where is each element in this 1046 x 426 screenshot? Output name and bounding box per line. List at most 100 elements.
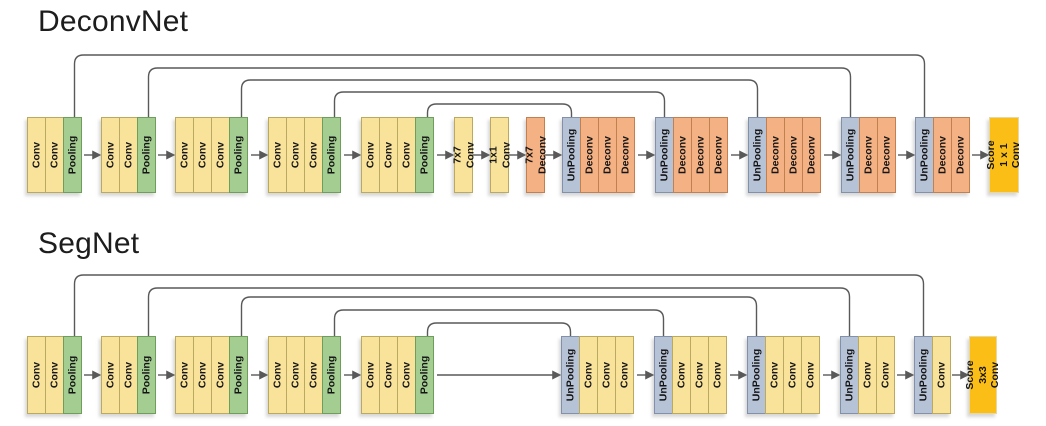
conv-label: Conv [618,361,631,389]
box-unpooling: UnPooling [914,336,933,414]
conv-label: Conv [271,141,284,169]
score-label: Score 3x3 Conv [964,360,1002,390]
box-pooling: Pooling [63,117,82,193]
box-conv: Conv [27,336,46,414]
deconv-label: Deconv [694,136,707,174]
skip-connection-arc [147,67,852,118]
skip-connection-arc [73,274,925,337]
box-deconv: Deconv [766,117,785,193]
box-conv: Conv [286,117,305,193]
deconv-label: 7x7 Deconv [522,136,548,174]
fc-conv-7x7: 7x7 Conv [450,117,476,193]
box-conv: Conv [304,117,323,193]
skip-connection-arc [426,322,572,337]
box-conv: 7x7 Conv [450,117,476,193]
box-conv: Conv [193,336,212,414]
box-unpooling: UnPooling [840,336,859,414]
conv-label: 7x7 Conv [450,141,476,169]
skip-connection-arc [147,287,851,337]
conv-label: Conv [364,361,377,389]
conv-label: Conv [289,361,302,389]
conv-label: Conv [104,141,117,169]
deconvnet-connector-lines [73,54,990,160]
pooling-label: Pooling [66,355,79,395]
box-conv: Conv [211,336,230,414]
box-unpooling: UnPooling [841,117,860,193]
conv-label: Conv [104,361,117,389]
box-conv: Conv [397,336,416,414]
box-conv: Conv [690,336,709,414]
conv-label: Conv [600,361,613,389]
conv-label: Conv [935,361,948,389]
conv-label: Conv [30,361,43,389]
box-unpooling: UnPooling [915,117,934,193]
conv-label: Conv [382,141,395,169]
box-unpooling: UnPooling [747,336,766,414]
pooling-label: Pooling [418,135,431,175]
box-unpooling: UnPooling [561,336,580,414]
conv-label: Conv [675,361,688,389]
box-conv: Conv [361,336,380,414]
box-conv: Conv [211,117,230,193]
box-pooling: Pooling [322,336,341,414]
box-conv: Conv [27,117,46,193]
box-pooling: Pooling [229,117,248,193]
conv-label: 1x1 Conv [486,141,512,169]
conv-label: Conv [364,141,377,169]
score-block: Score 1 x 1 Conv [985,117,1022,193]
skip-connection-arc [73,54,926,118]
box-unpooling: UnPooling [655,117,674,193]
box-conv: Conv [876,336,895,414]
box-conv: Conv [119,117,138,193]
deconv-label: Deconv [769,136,782,174]
pooling-label: Pooling [140,355,153,395]
box-conv: Conv [801,336,820,414]
box-conv: Conv [858,336,877,414]
deconv-label: Deconv [676,136,689,174]
conv-block-2: Conv Conv Pooling [101,336,156,414]
box-conv: Conv [268,117,287,193]
conv-label: Conv [879,361,892,389]
conv-label: Conv [122,361,135,389]
decoder-block-5: UnPooling Conv [914,336,951,414]
unpooling-label: UnPooling [751,128,764,182]
segnet-title: SegNet [38,227,140,260]
box-deconv: Deconv [616,117,635,193]
box-conv: Conv [615,336,634,414]
box-conv: Conv [672,336,691,414]
conv-label: Conv [307,141,320,169]
box-conv: Conv [175,336,194,414]
box-pooling: Pooling [415,117,434,193]
unpooling-label: UnPooling [657,348,670,402]
box-pooling: Pooling [415,336,434,414]
conv-label: Conv [122,141,135,169]
box-conv: Conv [579,336,598,414]
box-conv: Conv [286,336,305,414]
box-unpooling: UnPooling [748,117,767,193]
box-conv: Conv [45,117,64,193]
unpooling-label: UnPooling [750,348,763,402]
box-deconv: Deconv [859,117,878,193]
pooling-label: Pooling [66,135,79,175]
box-score: Score 1 x 1 Conv [985,117,1022,193]
box-conv: Conv [397,117,416,193]
unpooling-label: UnPooling [917,348,930,402]
box-score: Score 3x3 Conv [964,336,1001,414]
box-deconv: Deconv [691,117,710,193]
conv-label: Conv [196,141,209,169]
conv-label: Conv [768,361,781,389]
conv-label: Conv [382,361,395,389]
box-conv: Conv [119,336,138,414]
box-conv: Conv [765,336,784,414]
box-conv: Conv [193,117,212,193]
box-pooling: Pooling [322,117,341,193]
